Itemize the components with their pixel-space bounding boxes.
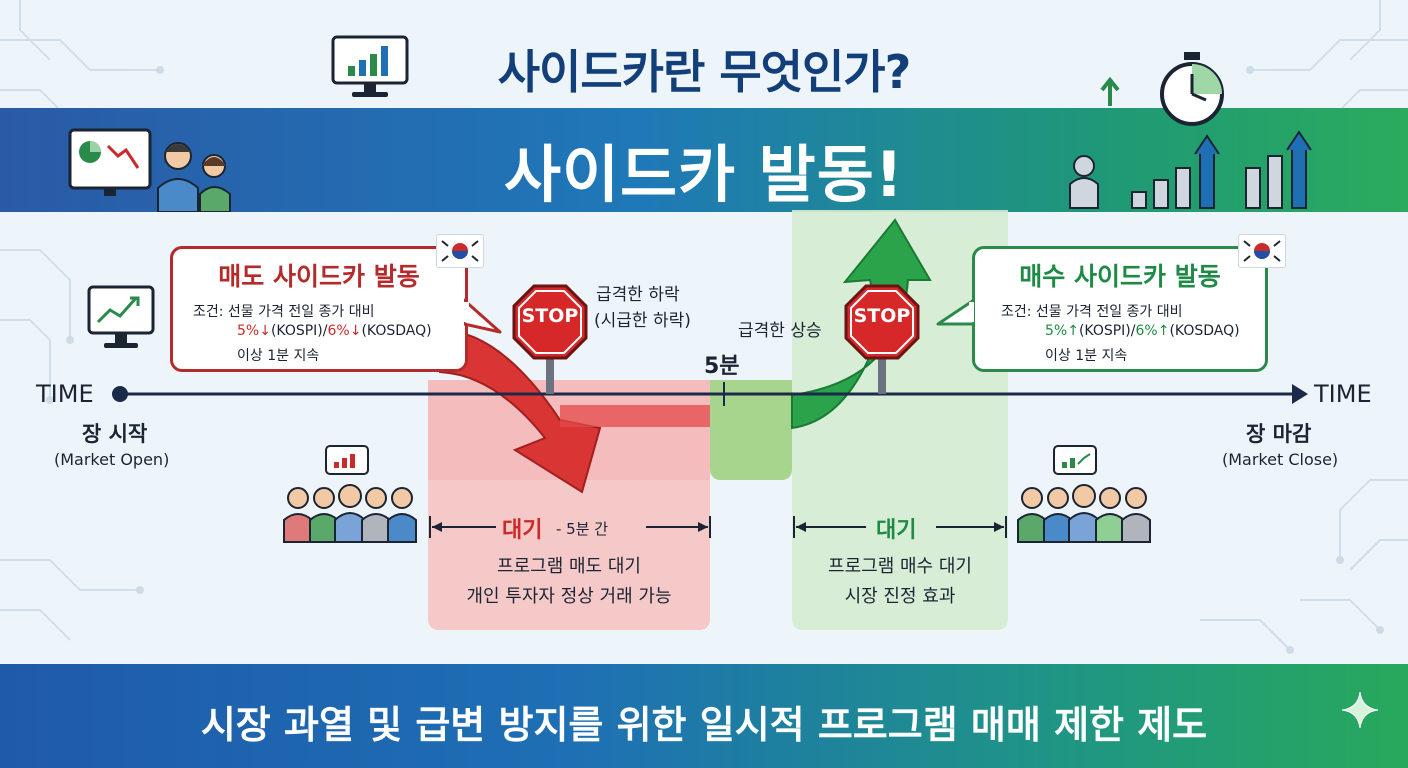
sell-kospi-label: (KOSPI)/ <box>270 323 328 339</box>
falling-arrow <box>439 328 602 494</box>
buy-wait-title: 대기 <box>876 518 917 543</box>
market-open-sub: (Market Open) <box>54 450 170 469</box>
timeline-axis <box>112 382 1308 406</box>
buy-kosdaq-label: (KOSDAQ) <box>1169 323 1240 339</box>
stopwatch-icon <box>1069 52 1312 209</box>
buy-condition-line3: 이상 1분 지속 <box>1045 348 1128 364</box>
people-group-icon <box>1017 445 1151 543</box>
sell-sidecar-title: 매도 사이드카 발동 <box>218 262 420 291</box>
market-close-title: 장 마감 <box>1246 422 1312 446</box>
sell-callout-pointer <box>464 298 502 334</box>
buy-condition-line1: 조건: 선물 가격 전일 종가 대비 <box>1001 304 1183 320</box>
footer-banner <box>0 664 1408 768</box>
stop-sign-icon <box>512 284 588 394</box>
sell-wait-title: 대기 <box>502 518 543 543</box>
buy-note-1: 급격한 상승 <box>738 321 822 341</box>
sell-note-2: (시급한 하락) <box>594 311 691 331</box>
buy-condition-line2: 5%↑(KOSPI)/6%↑(KOSDAQ) <box>1045 323 1240 339</box>
market-open-title: 장 시작 <box>82 422 148 446</box>
buy-kospi-label: (KOSPI)/ <box>1078 323 1136 339</box>
market-arrows <box>439 218 932 494</box>
sell-kosdaq-threshold: 6%↓ <box>327 323 362 339</box>
buy-kosdaq-threshold: 6%↑ <box>1135 323 1170 339</box>
buy-callout-pointer <box>936 298 974 326</box>
market-close-sub: (Market Close) <box>1222 450 1339 469</box>
banner-text: 사이드카 발동! <box>503 138 905 211</box>
buy-sidecar-callout: 매수 사이드카 발동 조건: 선물 가격 전일 종가 대비 5%↑(KOSPI)… <box>972 246 1268 372</box>
red-band <box>560 405 710 427</box>
headline-banner <box>0 108 1408 212</box>
sell-wait-desc-1: 프로그램 매도 대기 <box>497 556 641 577</box>
people-group-icon <box>283 445 417 543</box>
sell-stop-text: STOP <box>521 305 579 327</box>
sell-wait-duration: - 5분 간 <box>556 520 609 538</box>
sell-sidecar-callout: 매도 사이드카 발동 조건: 선물 가격 전일 종가 대비 5%↓(KOSPI)… <box>170 246 468 372</box>
sell-kosdaq-label: (KOSDAQ) <box>361 323 432 339</box>
korea-flag-icon <box>1238 234 1286 268</box>
sparkle-icon <box>1341 691 1379 729</box>
footer-text: 시장 과열 및 급변 방지를 위한 일시적 프로그램 매매 제한 제도 <box>200 703 1208 747</box>
buy-sidecar-title: 매수 사이드카 발동 <box>1019 262 1221 291</box>
presenter-icon <box>68 128 231 212</box>
sell-condition-line2: 5%↓(KOSPI)/6%↓(KOSDAQ) <box>237 323 432 339</box>
page-title: 사이드카란 무엇인가? <box>497 45 912 99</box>
sell-condition-line3: 이상 1분 지속 <box>237 348 320 364</box>
buy-wait-dimension <box>793 516 1007 538</box>
sell-kospi-threshold: 5%↓ <box>237 323 271 339</box>
sell-wait-dimension <box>429 516 711 538</box>
stop-sign-icon <box>844 284 920 394</box>
buy-stop-text: STOP <box>853 305 911 327</box>
sell-wait-desc-2: 개인 투자자 정상 거래 가능 <box>466 586 672 607</box>
sell-condition-line1: 조건: 선물 가격 전일 종가 대비 <box>193 304 375 320</box>
time-label-right: TIME <box>1314 380 1372 408</box>
five-minute-label: 5분 <box>704 354 740 379</box>
monitor-chart-icon <box>331 35 409 97</box>
buy-wait-desc-1: 프로그램 매수 대기 <box>828 556 972 577</box>
sell-note-1: 급격한 하락 <box>596 285 680 305</box>
buy-kospi-threshold: 5%↑ <box>1045 323 1079 339</box>
rising-arrow <box>791 218 932 430</box>
korea-flag-icon <box>436 234 484 268</box>
buy-wait-desc-2: 시장 진정 효과 <box>844 586 956 607</box>
time-label-left: TIME <box>36 380 94 408</box>
monitor-trend-icon <box>87 285 155 348</box>
